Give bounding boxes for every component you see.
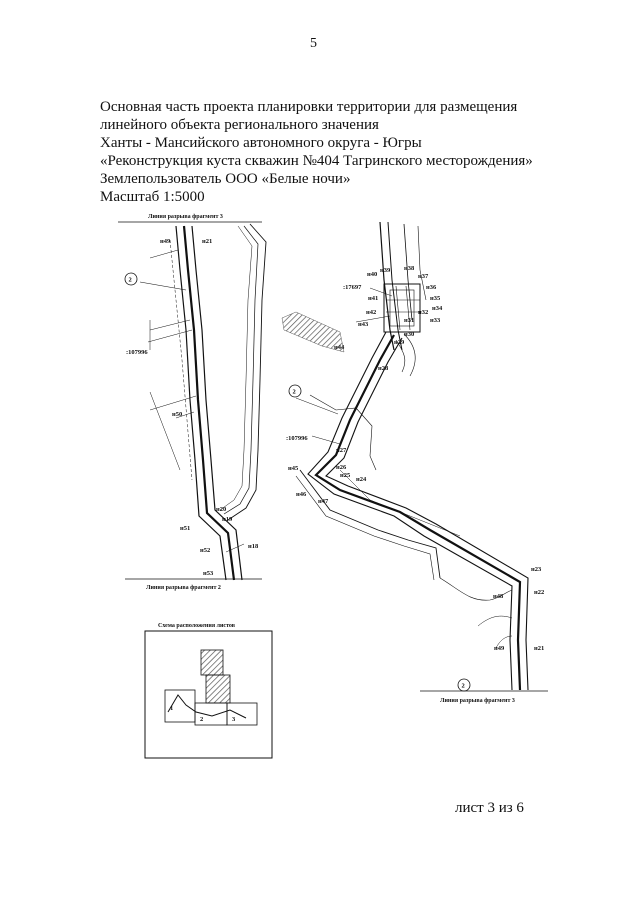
svg-text:н46: н46 — [296, 491, 307, 498]
svg-text:н22: н22 — [534, 589, 544, 596]
svg-text:1: 1 — [170, 705, 173, 712]
heading-line-2: линейного объекта регионального значения — [100, 117, 379, 133]
svg-text:н42: н42 — [366, 309, 376, 316]
svg-text:н41: н41 — [368, 295, 378, 302]
circle-marker-right — [288, 384, 302, 398]
svg-text:н21: н21 — [202, 238, 212, 245]
svg-text:н38: н38 — [404, 265, 415, 272]
hatched-area — [281, 311, 345, 353]
svg-text:н25: н25 — [340, 472, 351, 479]
heading-line-1: Основная часть проекта планировки террит… — [100, 99, 518, 115]
sheet-info: лист 3 из 6 — [455, 800, 524, 816]
svg-text:н20: н20 — [216, 506, 226, 513]
right-fragment: 2 2 :17697 :107996 н40 н39 н38 н37 н36 н… — [281, 221, 548, 704]
svg-text:2: 2 — [200, 716, 203, 723]
svg-text:н18: н18 — [248, 543, 259, 550]
svg-text:н45: н45 — [288, 465, 299, 472]
parcel-label-right: :107996 — [286, 435, 308, 442]
svg-text:н29: н29 — [394, 339, 405, 346]
scheme-sheet-3 — [226, 702, 258, 726]
svg-text:н23: н23 — [531, 566, 542, 573]
left-fragment: Линия разрыва фрагмент 3 2 :107996 н49 н… — [118, 213, 267, 591]
right-corridor — [314, 334, 522, 691]
scheme-sheet-top — [200, 649, 224, 676]
svg-text:н27: н27 — [336, 447, 347, 454]
svg-text:н53: н53 — [203, 570, 214, 577]
svg-text:н37: н37 — [418, 273, 429, 280]
svg-text:н52: н52 — [200, 547, 210, 554]
svg-text:н36: н36 — [426, 284, 437, 291]
svg-text:н21: н21 — [534, 645, 544, 652]
parcel-label-left: :107996 — [126, 349, 148, 356]
svg-text:н47: н47 — [318, 498, 329, 505]
svg-text:н32: н32 — [418, 309, 428, 316]
break-line-bottom-right-label: Линия разрыва фрагмент 3 — [440, 697, 515, 704]
svg-text:н43: н43 — [358, 321, 369, 328]
svg-text:н30: н30 — [404, 331, 414, 338]
svg-text:н35: н35 — [430, 295, 441, 302]
scheme-title: Схема расположения листов — [158, 623, 236, 629]
heading-line-4: «Реконструкция куста скважин №404 Тагрин… — [100, 153, 533, 169]
document-heading: Основная часть проекта планировки террит… — [100, 98, 570, 206]
svg-text:н49: н49 — [160, 238, 171, 245]
svg-text:н51: н51 — [180, 525, 190, 532]
break-line-top-left-label: Линия разрыва фрагмент 3 — [148, 213, 223, 220]
svg-text:н24: н24 — [356, 476, 367, 483]
heading-line-3: Ханты - Мансийского автономного округа -… — [100, 135, 422, 151]
svg-text:н49: н49 — [494, 645, 505, 652]
scheme-frame — [144, 630, 273, 759]
svg-text:2: 2 — [293, 389, 296, 396]
left-boundary-outer — [227, 223, 267, 521]
page-number: 5 — [310, 36, 317, 51]
svg-text:н19: н19 — [222, 516, 233, 523]
parcel-label-top-right: :17697 — [343, 284, 362, 291]
heading-line-6: Масштаб 1:5000 — [100, 189, 205, 205]
circle-marker-left — [124, 272, 138, 286]
well-pad — [383, 283, 421, 333]
break-line-bottom-left-label: Линия разрыва фрагмент 2 — [146, 584, 221, 591]
left-corridor — [182, 225, 236, 581]
svg-text:н48: н48 — [493, 593, 504, 600]
svg-text:н26: н26 — [336, 464, 347, 471]
svg-text:н40: н40 — [367, 271, 377, 278]
svg-text:н33: н33 — [430, 317, 441, 324]
svg-text:н50: н50 — [172, 411, 182, 418]
scheme-sheet-middle — [205, 674, 231, 704]
svg-text:3: 3 — [232, 716, 236, 723]
svg-text:н34: н34 — [432, 305, 443, 312]
svg-text:н44: н44 — [334, 344, 345, 351]
svg-text:2: 2 — [129, 277, 132, 284]
sheet-layout-scheme: Схема расположения листов 1 2 3 — [144, 623, 273, 759]
svg-text:н31: н31 — [404, 317, 414, 324]
svg-text:н39: н39 — [380, 267, 391, 274]
svg-text:н28: н28 — [378, 365, 389, 372]
heading-line-5: Землепользователь ООО «Белые ночи» — [100, 171, 351, 187]
svg-text:2: 2 — [462, 683, 465, 690]
